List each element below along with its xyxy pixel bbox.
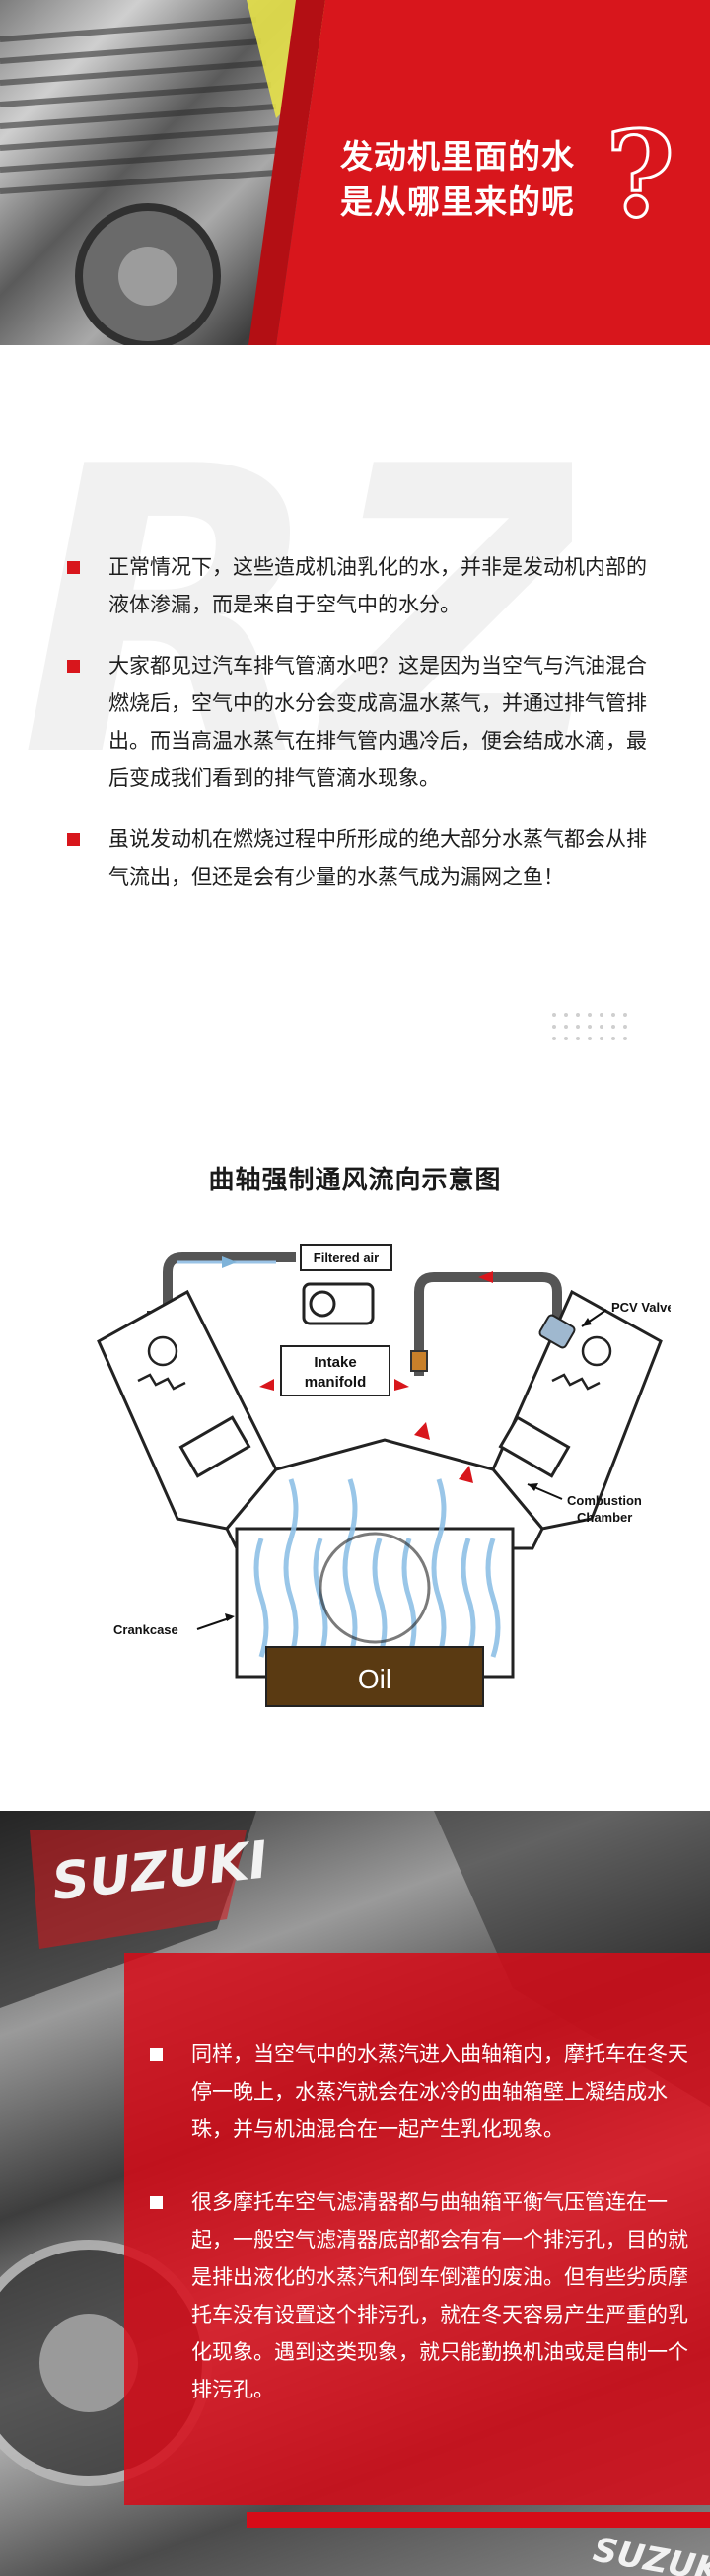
pcv-diagram: Filtered air Intake manifold PCV Valve (97, 1244, 671, 1707)
engine-block (97, 1289, 663, 1550)
white-square-icon (150, 2048, 163, 2061)
red-square-icon (67, 833, 80, 846)
right-valve-spring (551, 1373, 601, 1391)
right-piston (498, 1415, 571, 1478)
red-diagonal-panel (248, 0, 710, 345)
pcv-hose (414, 1272, 562, 1376)
crankshaft (319, 1532, 431, 1644)
filtered-air-box (300, 1244, 392, 1271)
crankcase-label: Crankcase (113, 1622, 178, 1637)
blowby-arrow-upper (414, 1422, 430, 1440)
intake-arrow-left (259, 1379, 274, 1391)
diagram-title: 曲轴强制通风流向示意图 (208, 1166, 502, 1195)
oil-pan (265, 1646, 484, 1707)
white-square-icon (150, 2196, 163, 2209)
hero-title-line2: 是从哪里来的呢 (340, 182, 575, 221)
throttle-pulley (309, 1290, 336, 1318)
intake-manifold-label-2: manifold (305, 1374, 367, 1391)
filtered-air-hose (163, 1252, 296, 1322)
left-cylinder (97, 1289, 278, 1531)
hero-banner: 发动机里面的水 是从哪里来的呢 ? (0, 0, 710, 345)
intro-bullet: 正常情况下，这些造成机油乳化的水，并非是发动机内部的液体渗漏，而是来自于空气中的… (65, 548, 657, 623)
dot-grid-decoration (552, 1013, 627, 1040)
combustion-pointer-arrow (528, 1483, 538, 1491)
intro-bullet-text: 虽说发动机在燃烧过程中所形成的绝大部分水蒸气都会从排气流出，但还是会有少量的水蒸… (108, 827, 647, 889)
bottom-bullet-list: 同样，当空气中的水蒸汽进入曲轴箱内，摩托车在冬天停一晚上，水蒸汽就会在冰冷的曲轴… (148, 2036, 688, 2444)
bottom-section: SUZUKI SUZUKI 同样，当空气中的水蒸汽进入曲轴箱内，摩托车在冬天停一… (0, 1811, 710, 2576)
red-square-icon (67, 561, 80, 574)
red-accent-bar (247, 2512, 710, 2528)
oil-label: Oil (358, 1664, 391, 1694)
bottom-bullet: 同样，当空气中的水蒸汽进入曲轴箱内，摩托车在冬天停一晚上，水蒸汽就会在冰冷的曲轴… (148, 2036, 688, 2148)
intro-bullet-list: 正常情况下，这些造成机油乳化的水，并非是发动机内部的液体渗漏，而是来自于空气中的… (65, 548, 657, 919)
question-mark-icon: ? (604, 106, 675, 245)
intake-manifold-label-1: Intake (314, 1354, 356, 1371)
hero-title: 发动机里面的水 是从哪里来的呢 (340, 134, 575, 225)
pcv-valve-body (538, 1314, 576, 1349)
intake-arrow-right (394, 1379, 409, 1391)
pcv-valve-label: PCV Valve (611, 1300, 671, 1315)
intro-bullet-text: 大家都见过汽车排气管滴水吧？这是因为当空气与汽油混合燃烧后，空气中的水分会变成高… (108, 654, 647, 790)
left-cam (147, 1335, 178, 1367)
crankcase-pointer-arrow (225, 1613, 235, 1621)
blowby-arrow-right (459, 1466, 473, 1483)
intro-bullet: 虽说发动机在燃烧过程中所形成的绝大部分水蒸气都会从排气流出，但还是会有少量的水蒸… (65, 821, 657, 895)
rz-watermark: RZ (20, 424, 572, 779)
crankcase-pointer-line (196, 1616, 233, 1630)
pcv-pointer-arrow (582, 1318, 592, 1326)
hero-title-line1: 发动机里面的水 (340, 137, 575, 176)
bottom-bullet-text: 很多摩托车空气滤清器都与曲轴箱平衡气压管连在一起，一般空气滤清器底部都会有有一个… (191, 2190, 688, 2401)
suzuki-logo-bottom: SUZUKI (590, 2530, 710, 2576)
filtered-air-label: Filtered air (314, 1251, 379, 1265)
red-square-icon (67, 660, 80, 673)
air-flow-arrow (222, 1256, 237, 1268)
hose-fitting-right (410, 1350, 428, 1372)
bottom-bullet: 很多摩托车空气滤清器都与曲轴箱平衡气压管连在一起，一般空气滤清器底部都会有有一个… (148, 2183, 688, 2408)
combustion-label-2: Chamber (577, 1510, 632, 1525)
left-piston (178, 1415, 251, 1478)
engine-fins-graphic (0, 0, 335, 345)
intro-bullet: 大家都见过汽车排气管滴水吧？这是因为当空气与汽油混合燃烧后，空气中的水分会变成高… (65, 647, 657, 797)
intake-manifold-box (280, 1345, 390, 1396)
intro-bullet-text: 正常情况下，这些造成机油乳化的水，并非是发动机内部的液体渗漏，而是来自于空气中的… (108, 555, 647, 616)
combustion-label-1: Combustion (567, 1493, 642, 1508)
pcv-flow-arrow (478, 1271, 493, 1283)
watermark-text: RZ (20, 424, 572, 779)
left-valve-spring (137, 1373, 186, 1391)
right-cam (581, 1335, 612, 1367)
bottom-bullet-text: 同样，当空气中的水蒸汽进入曲轴箱内，摩托车在冬天停一晚上，水蒸汽就会在冰冷的曲轴… (191, 2042, 688, 2141)
red-text-panel (124, 1953, 710, 2505)
